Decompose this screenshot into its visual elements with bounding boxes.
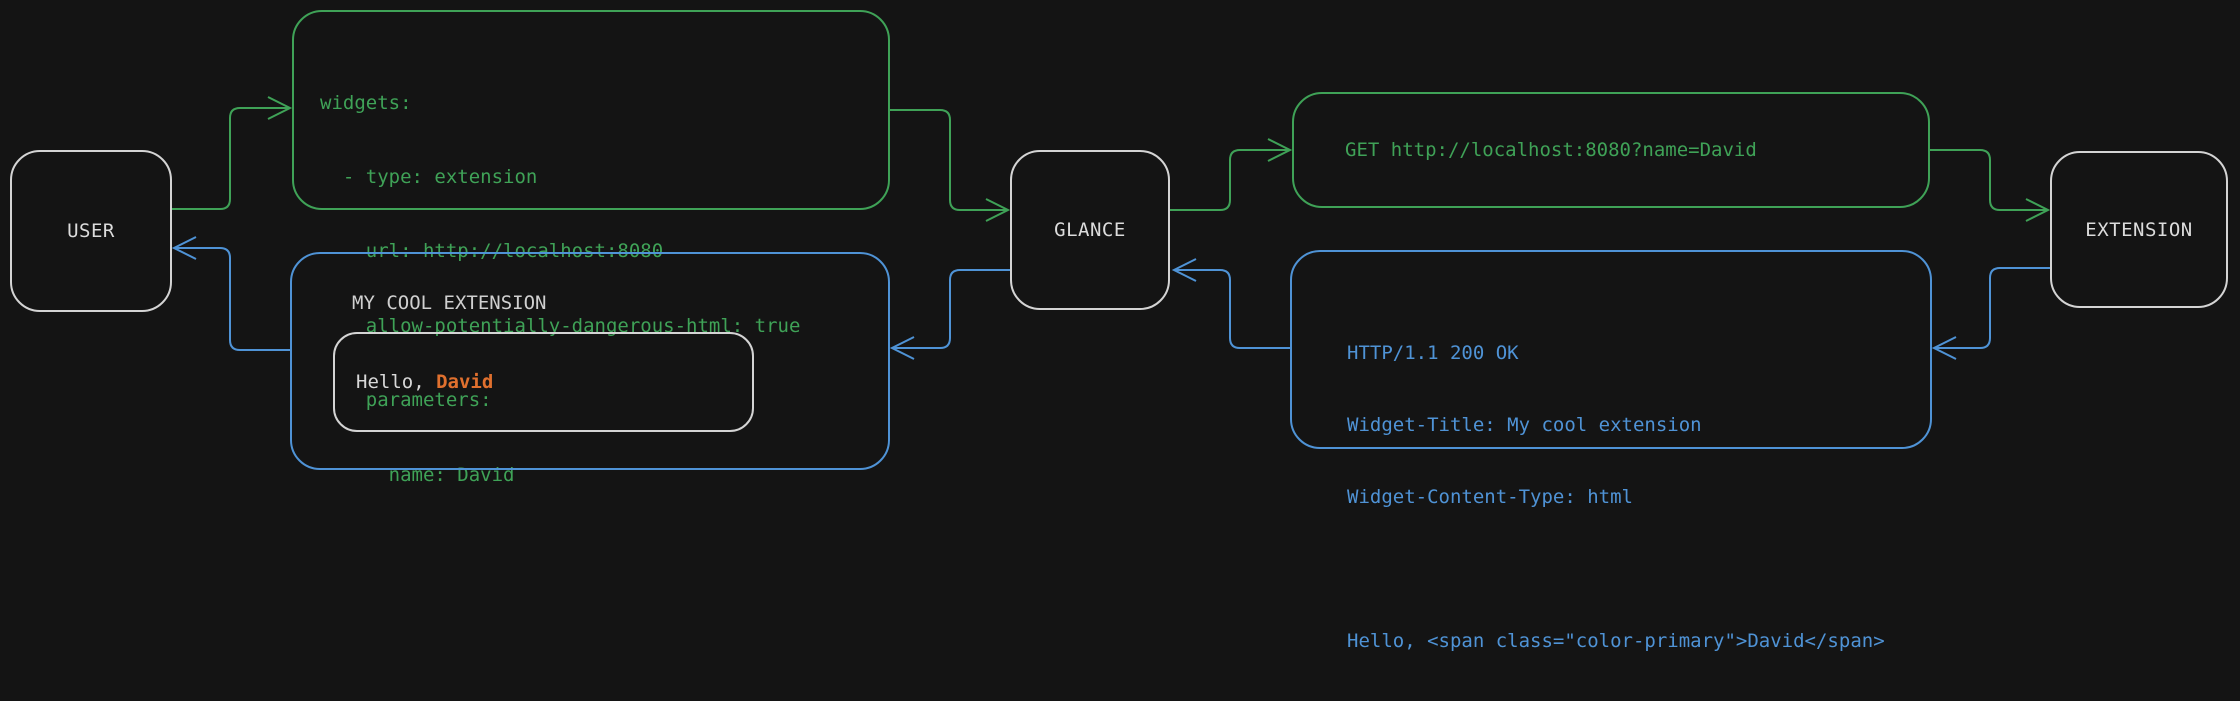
config-line: allow-potentially-dangerous-html: true xyxy=(320,314,801,337)
widget-preview-box: MY COOL EXTENSION Hello, David xyxy=(290,252,890,470)
glance-node-label: GLANCE xyxy=(1054,219,1126,241)
http-request-box: GET http://localhost:8080?name=David xyxy=(1292,92,1930,208)
response-line: Widget-Content-Type: html xyxy=(1347,486,1633,508)
config-line: widgets: xyxy=(320,91,412,114)
arrow-glance-to-request xyxy=(1170,138,1293,211)
arrow-widget-to-user xyxy=(171,236,290,351)
user-node: USER xyxy=(10,150,172,312)
response-line xyxy=(1347,557,1885,581)
extension-node: EXTENSION xyxy=(2050,151,2228,308)
widget-title: MY COOL EXTENSION xyxy=(352,292,547,314)
diagram-canvas: USER GLANCE EXTENSION widgets: - type: e… xyxy=(10,10,2228,652)
extension-node-label: EXTENSION xyxy=(2085,218,2193,241)
glance-node: GLANCE xyxy=(1010,150,1170,310)
arrow-glance-to-widget xyxy=(889,269,1010,360)
response-line: Widget-Title: My cool extension xyxy=(1347,414,1702,436)
arrow-extension-to-response xyxy=(1931,267,2050,360)
config-yaml-box: widgets: - type: extension url: http://l… xyxy=(292,10,890,486)
arrow-request-to-extension xyxy=(1930,149,2051,222)
http-request-text: GET http://localhost:8080?name=David xyxy=(1345,139,1757,161)
response-line: HTTP/1.1 200 OK xyxy=(1347,342,1519,364)
greeting-name: David xyxy=(436,371,494,393)
arrow-user-to-config xyxy=(172,96,293,210)
config-line: - type: extension xyxy=(320,165,538,188)
greeting-box: Hello, David xyxy=(333,332,754,432)
connector-layer xyxy=(171,96,2051,360)
greeting-prefix: Hello, xyxy=(356,371,437,393)
config-line: url: http://localhost:8080 xyxy=(320,240,664,263)
http-response-box: HTTP/1.1 200 OK Widget-Title: My cool ex… xyxy=(1290,250,1932,652)
http-response-code: HTTP/1.1 200 OK Widget-Title: My cool ex… xyxy=(1347,293,1885,701)
config-line: parameters: xyxy=(320,389,492,412)
arrow-response-to-glance xyxy=(1171,258,1290,349)
response-line: Hello, <span class="color-primary">David… xyxy=(1347,630,1885,652)
arrow-config-to-glance xyxy=(890,109,1011,222)
user-node-label: USER xyxy=(67,220,115,242)
